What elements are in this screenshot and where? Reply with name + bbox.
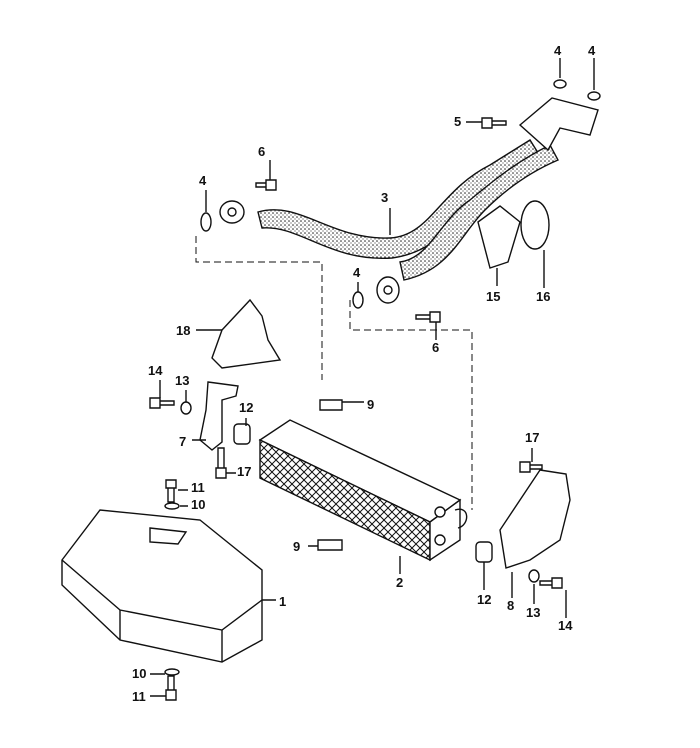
callout-15: 15 <box>486 289 501 304</box>
rubber-mount <box>233 423 251 445</box>
callout-13b: 13 <box>526 605 541 620</box>
callout-8: 8 <box>507 598 515 613</box>
callout-11b: 11 <box>132 689 146 704</box>
callout-6a: 6 <box>258 144 266 159</box>
callout-12b: 12 <box>477 592 492 607</box>
callout-6b: 6 <box>432 340 440 355</box>
callout-13a: 13 <box>175 373 190 388</box>
callout-4a: 4 <box>554 43 562 58</box>
callout-4d: 4 <box>353 265 361 280</box>
rubber-mount <box>475 541 493 563</box>
callout-3: 3 <box>381 190 389 205</box>
callout-14b: 14 <box>558 618 573 633</box>
callout-7: 7 <box>179 434 187 449</box>
callout-11a: 11 <box>191 480 205 495</box>
callout-10a: 10 <box>191 497 206 512</box>
bolts <box>149 117 563 701</box>
callout-2: 2 <box>396 575 404 590</box>
clip <box>319 399 343 411</box>
callout-4c: 4 <box>199 173 207 188</box>
bracket-8 <box>499 469 571 569</box>
callout-5: 5 <box>454 114 462 129</box>
callout-12a: 12 <box>239 400 254 415</box>
bracket-18 <box>211 298 282 369</box>
callout-4b: 4 <box>588 43 596 58</box>
leader-lines <box>150 58 595 697</box>
oil-cooler <box>258 419 468 562</box>
callout-16: 16 <box>536 289 551 304</box>
washers <box>200 79 601 309</box>
assembly-lines <box>195 236 473 510</box>
hose-clamp-part <box>520 200 550 250</box>
callout-17b: 17 <box>525 430 540 445</box>
callout-17a: 17 <box>237 464 252 479</box>
callout-1: 1 <box>279 594 287 609</box>
grommet-part <box>477 205 521 269</box>
clip <box>317 539 343 551</box>
callout-9b: 9 <box>293 539 301 554</box>
callout-10b: 10 <box>132 666 147 681</box>
callout-9a: 9 <box>367 397 375 412</box>
callout-18: 18 <box>176 323 191 338</box>
callout-14a: 14 <box>148 363 163 378</box>
bracket-7 <box>199 381 239 451</box>
air-duct <box>61 509 263 663</box>
oil-hose-assembly <box>219 97 599 304</box>
